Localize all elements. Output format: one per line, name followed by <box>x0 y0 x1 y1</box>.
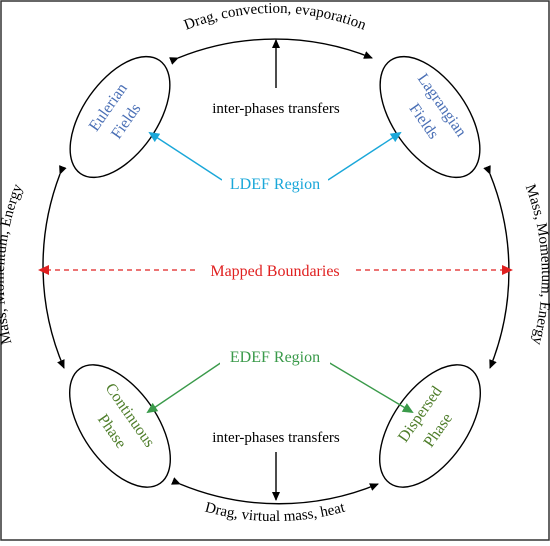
top-arc-label: Drag, convection, evaporation <box>182 1 369 34</box>
ldef-arrow-right <box>327 131 402 181</box>
eulerian-fields-node: Eulerian Fields <box>69 55 171 179</box>
dispersed-phase-node: Dispersed Phase <box>378 364 482 488</box>
mapped-boundaries-label: Mapped Boundaries <box>210 263 339 280</box>
edef-arrow-left <box>146 361 223 414</box>
edef-arrow-right <box>327 361 414 414</box>
ldef-arrow-left <box>148 131 223 181</box>
ldef-label-bg <box>222 172 328 194</box>
continuous-phase-node: Continuous Phase <box>68 364 172 488</box>
left-arc-label: Mass, Momentum, Energy <box>0 182 26 346</box>
bottom-arc-arrow <box>171 477 379 505</box>
edef-region-label: EDEF Region <box>230 349 320 366</box>
ldef-region-label: LDEF Region <box>230 176 320 193</box>
top-arc-arrow <box>169 38 373 65</box>
top-transfer-label: inter-phases transfers <box>212 101 340 117</box>
left-arc-arrow <box>42 165 67 369</box>
bottom-transfer-label: inter-phases transfers <box>212 430 340 446</box>
right-arc-arrow <box>483 165 510 369</box>
right-arc-label: Mass, Momentum, Energy <box>522 182 550 347</box>
edef-label-bg <box>220 345 330 367</box>
lagrangian-fields-node: Lagrangian Fields <box>379 55 481 179</box>
